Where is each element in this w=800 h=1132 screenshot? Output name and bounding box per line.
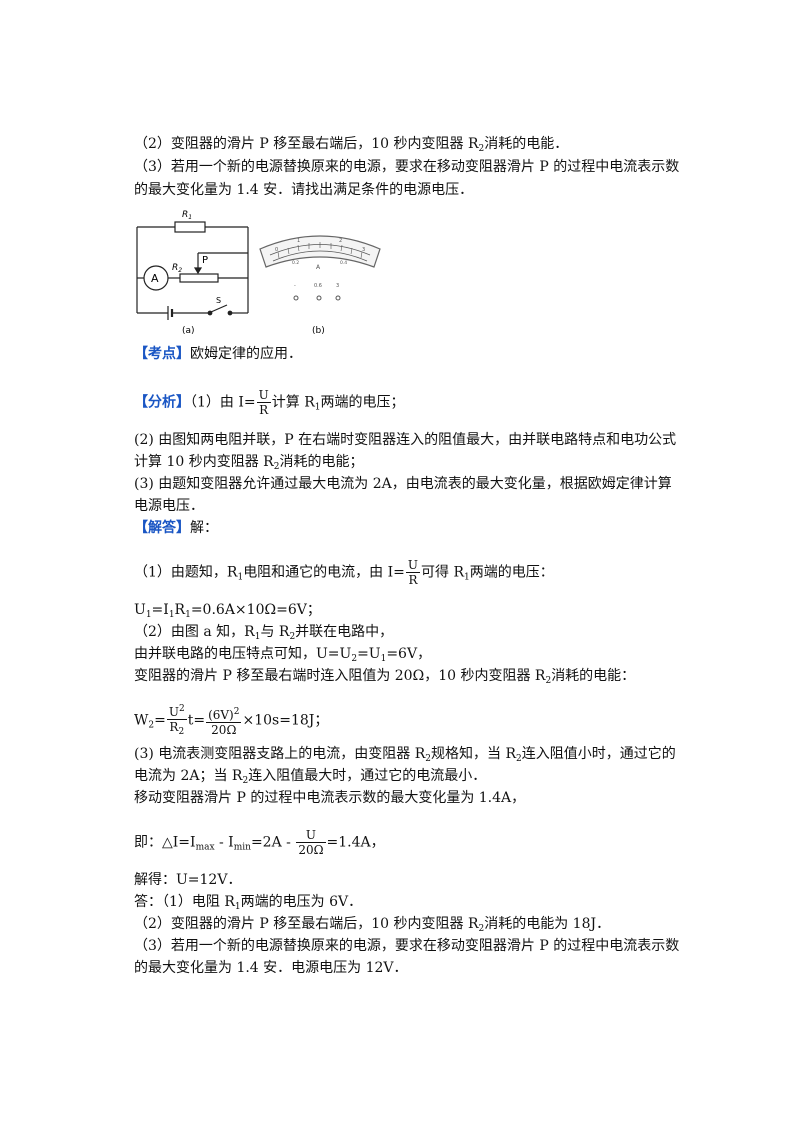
meter-unit: A	[316, 264, 321, 271]
solve-result: 解得：U=12V．	[134, 872, 242, 888]
solution-3-line-1: (3) 电流表测变阻器支路上的电流，由变阻器 R2规格知，当 R2连入阻值小时，…	[134, 746, 676, 764]
figure-a-caption: (a)	[182, 326, 195, 336]
svg-text:3: 3	[336, 283, 339, 289]
question-3-line-1: （3）若用一个新的电源替换原来的电源，要求在移动变阻器滑片 P 的过程中电流表示…	[134, 159, 680, 175]
svg-text:3: 3	[362, 247, 365, 253]
u1-equation: U1=I1R1=0.6A×10Ω=6V；	[134, 602, 321, 620]
svg-text:0.6: 0.6	[314, 283, 322, 289]
fenxi-2-line-1: (2) 由图知两电阻并联，P 在右端时变阻器连入的阻值最大，由并联电路特点和电功…	[134, 432, 677, 448]
answer-3-line-1: （3）若用一个新的电源替换原来的电源，要求在移动变阻器滑片 P 的过程中电流表示…	[134, 938, 680, 954]
ammeter-a-label: A	[151, 272, 159, 285]
question-3-line-2: 的最大变化量为 1.4 安．请找出满足条件的电源电压．	[134, 182, 474, 198]
svg-text:0.2: 0.2	[292, 260, 299, 266]
circuit-figure: R1 R2 P A S (a) 0 1 2 3 0.2 0.4 A - 0.6 …	[136, 210, 381, 336]
fenxi-2-line-2: 计算 10 秒内变阻器 R2消耗的电能；	[134, 454, 364, 472]
svg-text:0: 0	[275, 247, 278, 253]
slider-p-label: P	[202, 255, 208, 266]
solution-2-line-2: 由并联电路的电压特点可知，U=U2=U1=6V，	[134, 646, 432, 664]
jieda: 【解答】解：	[134, 520, 218, 536]
svg-text:-: -	[294, 283, 296, 289]
solution-2-line-3: 变阻器的滑片 P 移至最右端时连入阻值为 20Ω，10 秒内变阻器 R2消耗的电…	[134, 668, 636, 686]
solution-3-line-2: 电流为 2A；当 R2连入阻值最大时，通过它的电流最小．	[134, 768, 487, 786]
answer-2: （2）变阻器的滑片 P 移至最右端后，10 秒内变阻器 R2消耗的电能为 18J…	[134, 916, 611, 934]
ammeter-dial-icon: 0 1 2 3 0.2 0.4 A - 0.6 3	[259, 235, 381, 301]
answer-3-line-2: 的最大变化量为 1.4 安．电源电压为 12V．	[134, 960, 408, 976]
answer-1: 答：（1）电阻 R1两端的电压为 6V．	[134, 894, 363, 912]
solution-3-line-3: 移动变阻器滑片 P 的过程中电流表示数的最大变化量为 1.4A，	[134, 790, 526, 806]
r1-label: R1	[182, 210, 192, 221]
switch-s-label: S	[216, 296, 221, 305]
kaodian: 【考点】欧姆定律的应用．	[134, 346, 302, 362]
svg-text:1: 1	[297, 238, 300, 244]
solution-2-line-1: （2）由图 a 知，R1与 R2并联在电路中，	[134, 624, 394, 642]
svg-text:2: 2	[339, 238, 342, 244]
figure-b-caption: (b)	[312, 326, 325, 336]
fenxi-3-line-2: 电源电压．	[134, 498, 204, 514]
r2-label: R2	[172, 263, 182, 274]
question-2: （2）变阻器的滑片 P 移至最右端后，10 秒内变阻器 R2消耗的电能．	[134, 136, 569, 154]
svg-text:0.4: 0.4	[340, 260, 347, 266]
fenxi-3-line-1: (3) 由题知变阻器允许通过最大电流为 2A，由电流表的最大变化量，根据欧姆定律…	[134, 476, 672, 492]
